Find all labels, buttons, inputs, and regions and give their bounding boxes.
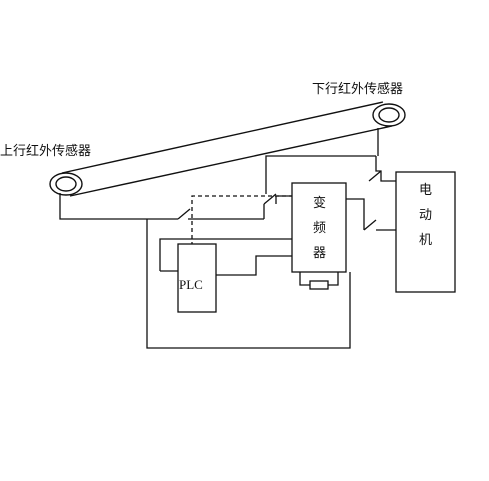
lower-sensor-switch xyxy=(177,208,191,220)
upper-sensor-label: 上行红外传感器 xyxy=(0,143,91,159)
middle-wire xyxy=(275,195,292,204)
motor-label-2: 动 xyxy=(419,208,432,223)
vfd-label-3: 器 xyxy=(313,246,326,261)
plc-label: PLC xyxy=(179,277,203,292)
upper-pulley xyxy=(372,103,406,127)
brake-resistor xyxy=(309,280,329,290)
upper-pulley-inner xyxy=(378,107,400,123)
motor-label-3: 机 xyxy=(419,233,432,248)
motor-rect xyxy=(395,171,456,293)
vfd-label-1: 变 xyxy=(313,195,326,211)
resistor-wire-2 xyxy=(328,272,339,286)
vfd-label-2: 频 xyxy=(313,221,326,236)
vfd-box: 变 频 器 xyxy=(291,182,347,273)
middle-switch xyxy=(263,193,277,205)
lower-pulley-inner xyxy=(55,176,77,192)
plc-vfd-wire-bottom xyxy=(216,255,292,276)
vfd-motor-switch xyxy=(363,219,377,231)
belt-top-edge xyxy=(61,101,384,174)
outer-loop-wire xyxy=(146,219,351,349)
lower-sensor-wire xyxy=(59,193,178,220)
plc-rect xyxy=(177,243,217,313)
plc-box: PLC xyxy=(177,243,217,313)
lower-pulley xyxy=(49,172,83,196)
conveyor-belt xyxy=(49,101,406,197)
upper-to-motor-wire xyxy=(375,156,396,182)
lower-sensor-label: 下行红外传感器 xyxy=(312,81,403,97)
upper-switch xyxy=(368,170,382,182)
vfd-rect xyxy=(291,182,347,273)
belt-bottom-edge xyxy=(69,125,393,197)
wiring xyxy=(59,128,396,349)
motor-label-1: 电 xyxy=(419,183,432,198)
resistor-wire xyxy=(299,272,310,286)
vfd-motor-wire xyxy=(346,198,365,230)
motor-box: 电 动 机 xyxy=(395,171,456,293)
plc-vfd-wire-top xyxy=(159,238,292,271)
dashed-control-line xyxy=(191,195,292,260)
upper-sensor-wire xyxy=(265,155,376,194)
